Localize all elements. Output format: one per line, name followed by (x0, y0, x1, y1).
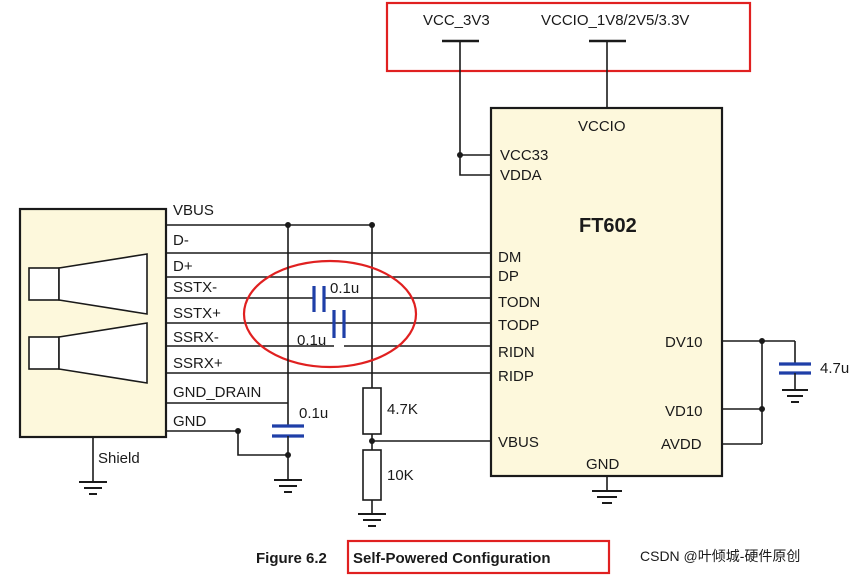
sig-sstx-plus: SSTX+ (173, 305, 221, 322)
pin-dm: DM (498, 249, 521, 266)
cap-vbus-label: 0.1u (299, 405, 328, 422)
cap-ssrx-label: 0.1u (297, 332, 326, 349)
vcc-3v3-wire (459, 41, 491, 156)
port-lower-icon (28, 336, 60, 370)
dv10-junction (759, 338, 765, 344)
vccio-label: VCCIO_1V8/2V5/3.3V (541, 12, 689, 29)
usb-connector (18, 207, 168, 439)
gnd-junction (235, 428, 241, 434)
divider-junction (369, 438, 375, 444)
res-10k-label: 10K (387, 467, 414, 484)
sig-ssrx-plus: SSRX+ (173, 355, 223, 372)
port-lower-funnel (58, 322, 148, 384)
sig-vbus: VBUS (173, 202, 214, 219)
vd10-junction (759, 406, 765, 412)
sig-dplus: D+ (173, 258, 193, 275)
sig-dminus: D- (173, 232, 189, 249)
port-upper-icon (28, 267, 60, 301)
cap-sstx-label: 0.1u (330, 280, 359, 297)
watermark: CSDN @叶倾城-硬件原创 (640, 548, 800, 564)
vdda-wire (459, 155, 491, 176)
chip-name: FT602 (579, 215, 637, 237)
pin-gnd: GND (586, 456, 620, 473)
cap-4u7-label: 4.7u (820, 360, 849, 377)
pin-dp: DP (498, 268, 519, 285)
figure-title: Self-Powered Configuration (353, 550, 551, 567)
vbus-divider-junction (369, 222, 375, 228)
pin-todp: TODP (498, 317, 539, 334)
pin-vccio: VCCIO (578, 118, 626, 135)
pin-ridn: RIDN (498, 344, 535, 361)
vcc-3v3-label: VCC_3V3 (423, 12, 490, 29)
port-upper-funnel (58, 253, 148, 315)
sig-gnd: GND (173, 413, 207, 430)
gnd-wire (166, 430, 288, 456)
ac-coupling-highlight (242, 259, 418, 369)
res-4k7-label: 4.7K (387, 401, 418, 418)
pin-dv10: DV10 (665, 334, 703, 351)
sig-ssrx-minus: SSRX- (173, 329, 219, 346)
ft602-chip (489, 106, 724, 478)
vbus-cap-gnd-junction (285, 452, 291, 458)
sig-sstx-minus: SSTX- (173, 279, 217, 296)
resistor-4k7 (362, 387, 382, 435)
pin-vdda: VDDA (500, 167, 542, 184)
pin-todn: TODN (498, 294, 540, 311)
figure-number: Figure 6.2 (256, 550, 327, 567)
caption-highlight-box (346, 539, 611, 575)
supply-highlight-box (385, 1, 752, 73)
pin-avdd: AVDD (661, 436, 702, 453)
vcc-junction (457, 152, 463, 158)
pin-vd10: VD10 (665, 403, 703, 420)
pin-ridp: RIDP (498, 368, 534, 385)
vbus-cap-junction (285, 222, 291, 228)
sig-gnd-drain: GND_DRAIN (173, 384, 261, 401)
pin-vbus: VBUS (498, 434, 539, 451)
pin-vcc33: VCC33 (500, 147, 548, 164)
shield-label: Shield (98, 450, 140, 467)
resistor-10k (362, 449, 382, 501)
